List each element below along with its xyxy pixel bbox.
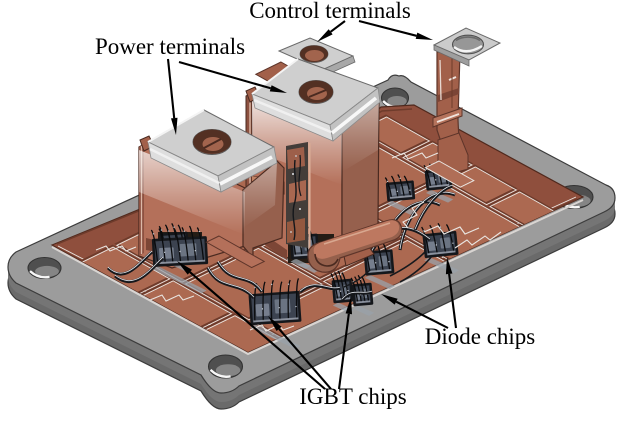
svg-text:Power terminals: Power terminals bbox=[95, 34, 245, 59]
svg-text:Control terminals: Control terminals bbox=[249, 0, 411, 23]
svg-text:IGBT chips: IGBT chips bbox=[299, 384, 407, 409]
svg-text:Diode chips: Diode chips bbox=[425, 324, 536, 349]
